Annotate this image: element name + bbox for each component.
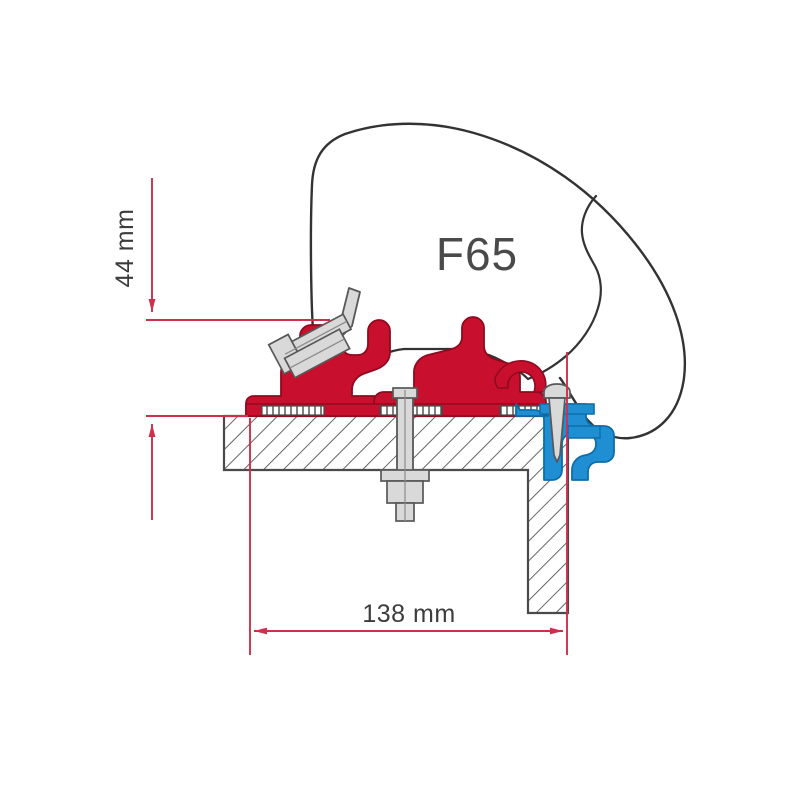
clamp-plate-group — [283, 328, 351, 379]
dim-44-label: 44 mm — [111, 209, 139, 288]
rail-screw-shank — [548, 397, 566, 463]
adapter-hook-detail — [494, 360, 547, 393]
adapter-gasket-left — [261, 405, 325, 416]
dimension-44mm: 44 mm — [111, 178, 330, 520]
awning-case-inner-notch — [526, 194, 602, 381]
clamp-bolt-centreline — [284, 320, 348, 355]
clamp-plate-centreline — [289, 338, 345, 369]
blue-rail-profile — [515, 403, 615, 481]
blue-rail-channel — [567, 425, 601, 439]
rail-fixing-screw — [543, 383, 571, 463]
clamp-bolt-assembly — [267, 287, 361, 379]
product-label: F65 — [436, 228, 518, 280]
dimension-138mm: 138 mm — [249, 352, 568, 655]
rail-screw-head — [543, 383, 571, 399]
centre-through-bolt — [380, 387, 430, 522]
dim-138-label: 138 mm — [362, 600, 455, 628]
